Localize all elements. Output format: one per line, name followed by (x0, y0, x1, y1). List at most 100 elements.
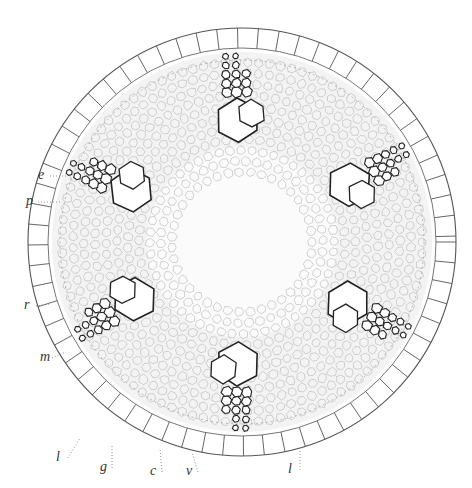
endodermis (60, 60, 424, 424)
cortex-cell (90, 229, 99, 238)
epidermis-cell-wall (65, 352, 82, 363)
cortex-cell (196, 355, 205, 364)
cortex-cell (188, 411, 196, 420)
cortex-cell (202, 177, 211, 186)
cortex-cell (167, 84, 176, 93)
cortex-cell (151, 206, 160, 215)
cortex-cell (336, 332, 345, 341)
cortex-cell (274, 118, 284, 127)
cortex-cell (103, 261, 112, 270)
cortex-cell (342, 341, 351, 351)
cortex-cell (327, 394, 337, 402)
protoxylem-cell (391, 168, 399, 177)
epidermis-cell-wall (350, 403, 361, 420)
cortex-cell (241, 157, 250, 167)
vessel (349, 180, 374, 208)
cortex-cell (184, 162, 193, 172)
cortex-cell (156, 228, 165, 237)
cortex-cell (326, 356, 334, 365)
cortex-cell (372, 253, 381, 262)
epidermis-cell-wall (43, 163, 62, 170)
xylem-strand (218, 53, 264, 142)
cortex-cell (139, 374, 148, 385)
cortex-cell (159, 140, 168, 148)
cortex-cell (114, 123, 123, 131)
cortex-cell (318, 194, 328, 203)
cortex-cell (197, 344, 206, 353)
cortex-cell (297, 372, 305, 382)
epidermis-cell-wall (346, 61, 357, 78)
cortex-cell (172, 158, 181, 168)
cortex-cell (179, 275, 188, 284)
protoxylem-cell (94, 326, 102, 334)
cortex-cell (267, 301, 276, 310)
epidermis-cell-wall (404, 349, 421, 360)
cortex-cell (317, 127, 326, 136)
cortex-cell (74, 313, 84, 322)
cortex-cell (285, 328, 293, 338)
cortex-cell (384, 252, 392, 261)
cortex-cell (80, 227, 88, 236)
cortex-cell (352, 248, 360, 257)
epidermis-cell-wall (334, 413, 344, 431)
cortex-cell (336, 375, 344, 384)
cortex-cell (361, 353, 370, 362)
cortex-cell (69, 254, 78, 264)
cortex-cell (253, 80, 262, 89)
cortex-cell (345, 353, 353, 362)
protoxylem-cell (392, 327, 399, 335)
cortex-cell (284, 121, 292, 130)
epidermis-cell-wall (32, 203, 52, 207)
cortex-cell (277, 309, 285, 318)
cortex-cell (418, 249, 426, 258)
protoxylem-cell (101, 321, 111, 330)
cortex-cell (208, 348, 217, 357)
cortex-cell (247, 168, 256, 176)
cortex-cell (288, 111, 297, 120)
cortex-cell (187, 88, 196, 97)
vessel (119, 161, 144, 189)
epidermis-cell-wall (419, 155, 437, 163)
cortex-cell (73, 276, 82, 284)
cortex-cell (81, 250, 89, 259)
protoxylem-cell (222, 62, 229, 69)
cortex-cell (409, 292, 417, 302)
cortex-cell (271, 94, 280, 103)
cortex-cell (254, 417, 263, 425)
cortex-cell (257, 305, 266, 314)
cortex-cell (388, 192, 397, 201)
cortex-cell (129, 94, 138, 104)
cortex-cell (79, 239, 88, 248)
epidermis-cell-wall (78, 367, 93, 380)
cortex-cell (265, 382, 274, 392)
cortex-cell (307, 298, 315, 307)
cortex-cell (402, 199, 411, 207)
cortex-cell (258, 148, 267, 157)
epidermis-cell-wall (389, 102, 404, 115)
cortex-cell (287, 75, 296, 84)
cortex-cell (258, 371, 267, 381)
cortex-cell (275, 333, 284, 342)
cortex-cell (312, 204, 320, 214)
cortex-cell (125, 221, 134, 229)
cortex-cell (395, 179, 404, 188)
epidermis-inner (48, 48, 436, 436)
cortex-cell (113, 237, 122, 245)
cortex-cell (399, 189, 408, 198)
cortex-cell (317, 361, 325, 371)
epidermis-cell-wall (120, 66, 131, 82)
protoxylem-cell (79, 335, 85, 341)
cortex-cell (199, 413, 207, 423)
protoxylem-cell (232, 425, 238, 431)
protoxylem-cell (379, 331, 387, 340)
cortex-cell (94, 149, 102, 157)
cortex-cell (79, 153, 89, 161)
cortex-cell (340, 250, 349, 258)
cortex-cell (61, 270, 70, 279)
cortex-cell (357, 276, 366, 286)
cortex-cell (81, 217, 90, 226)
cortex-cell (146, 250, 155, 258)
tissue (28, 28, 456, 456)
protoxylem-cell (86, 167, 94, 176)
cortex-cell (327, 381, 336, 390)
